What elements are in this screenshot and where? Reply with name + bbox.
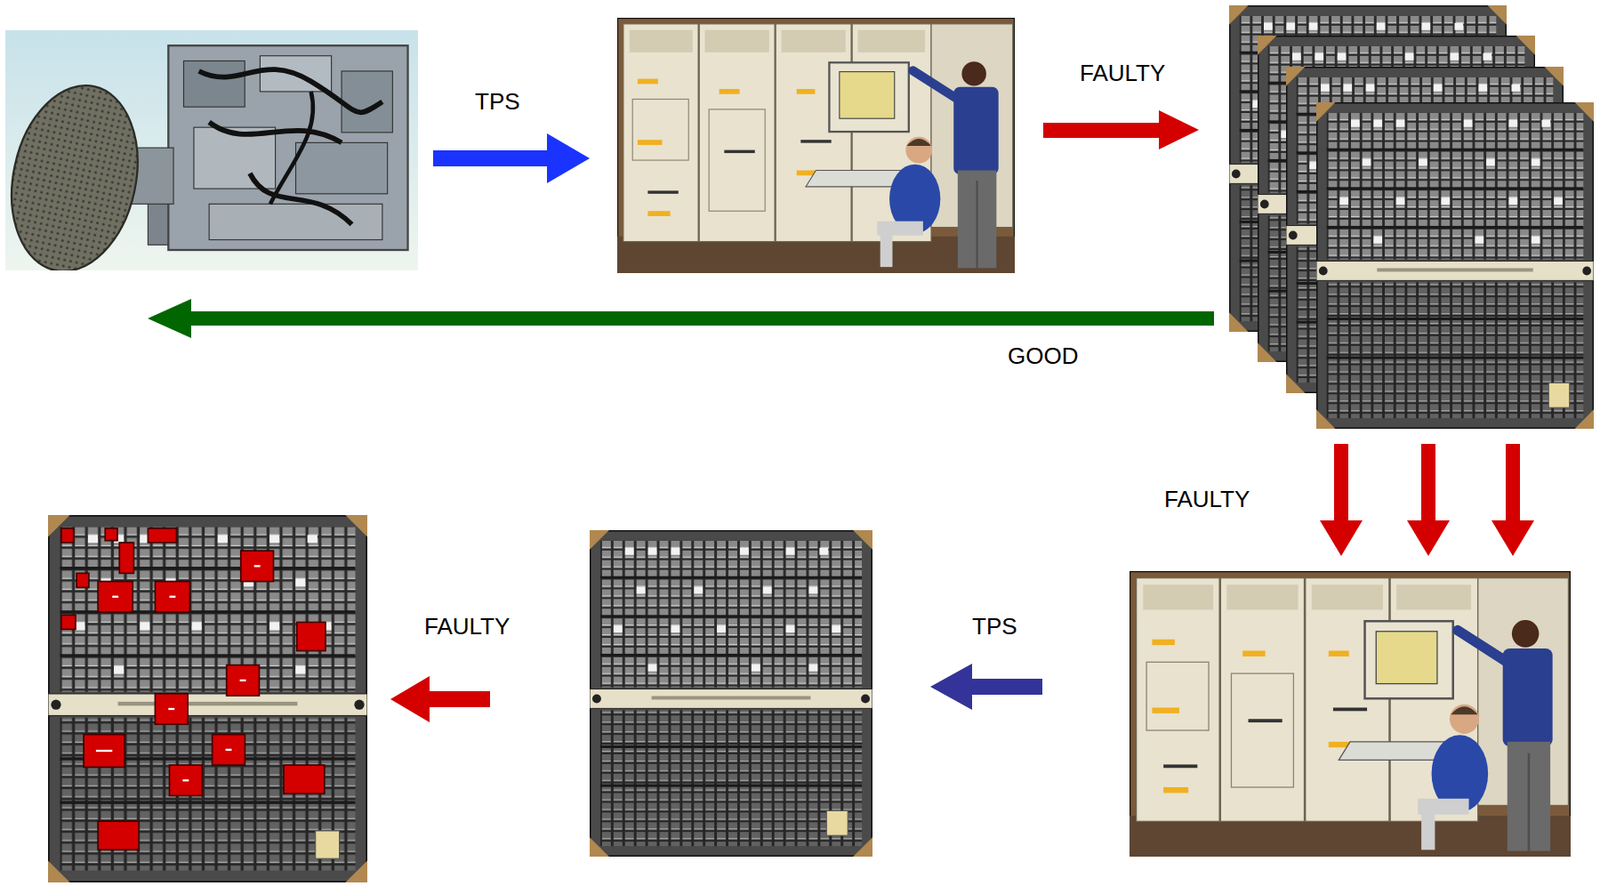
arrow-label: FAULTY (424, 612, 510, 641)
arrow-label: FAULTY (1079, 59, 1166, 88)
test-station (617, 17, 1015, 274)
faulty-board (48, 514, 368, 883)
flow-arrow (1319, 443, 1535, 556)
arrow-label: FAULTY (1164, 485, 1250, 514)
flow-arrow (433, 133, 590, 184)
flow-arrow (390, 675, 491, 723)
flow-arrow (147, 298, 1215, 338)
arrow-label: TPS (972, 612, 1018, 641)
circuit-board (589, 530, 873, 857)
flow-arrow (1043, 110, 1199, 150)
flow-arrow (930, 663, 1043, 710)
test-station (1129, 570, 1571, 857)
arrow-label: GOOD (1007, 342, 1078, 370)
circuit-board (1316, 102, 1594, 429)
radar-unit (0, 30, 419, 283)
arrow-label: TPS (474, 88, 521, 116)
